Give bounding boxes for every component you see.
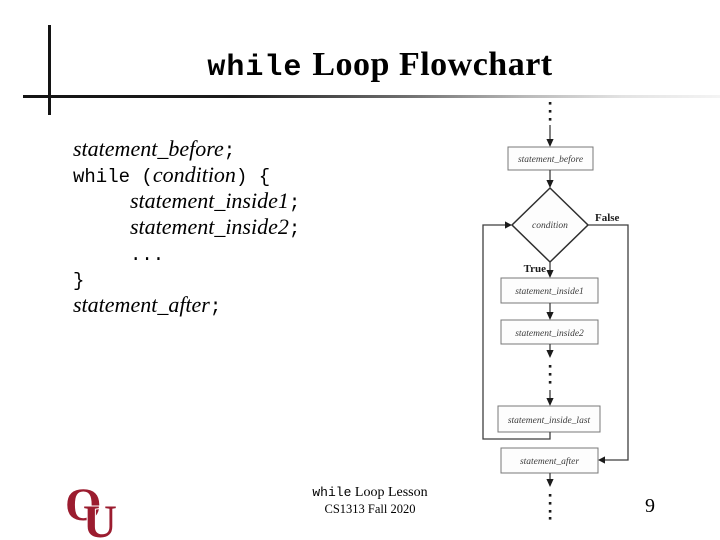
- flowchart-box-statement-inside2: [500, 319, 599, 345]
- decorative-vertical-line: [48, 25, 51, 115]
- flowchart-label-statement-after: statement_after: [520, 456, 579, 467]
- arrow-condition-to-inside1: [546, 262, 554, 278]
- code-line: statement_inside2;: [130, 214, 301, 240]
- flowchart-label-statement-before: statement_before: [518, 154, 583, 165]
- ou-logo-letter-u: U: [83, 496, 117, 540]
- footer: while Loop Lesson CS1313 Fall 2020: [240, 486, 500, 516]
- loop-back-path: [482, 221, 551, 440]
- ou-logo-icon: O U: [64, 478, 118, 540]
- course-label: CS1313 Fall 2020: [324, 502, 416, 516]
- true-branch-label: True: [524, 263, 547, 275]
- false-branch-path: [588, 224, 629, 464]
- dotted-continuation-line: [546, 344, 554, 406]
- title-divider-line: [23, 95, 720, 98]
- entry-dotted-line: [546, 102, 554, 147]
- flowchart-label-statement-inside2: statement_inside2: [515, 329, 584, 339]
- code-line: statement_inside1;: [130, 188, 301, 214]
- code-block: statement_before; while (condition) { st…: [73, 136, 300, 318]
- false-branch-label: False: [595, 212, 620, 224]
- title-rest: Loop Flowchart: [312, 46, 553, 83]
- flowchart-label-condition: condition: [532, 221, 568, 231]
- arrow-before-to-condition: [546, 170, 554, 188]
- flowchart-box-statement-inside1: [500, 277, 599, 304]
- flowchart-label-statement-inside-last: statement_inside_last: [508, 416, 591, 426]
- code-line: }: [73, 270, 85, 292]
- exit-dotted-line: [546, 473, 554, 520]
- page-number: 9: [645, 495, 655, 517]
- page-title: while Loop Flowchart: [40, 46, 720, 85]
- code-line: statement_after;: [73, 292, 222, 318]
- lesson-title: while Loop Lesson: [312, 485, 428, 500]
- ou-logo-letter-o: O: [65, 479, 102, 531]
- code-line: statement_before;: [73, 136, 236, 162]
- code-line: ...: [130, 244, 165, 266]
- flowchart-label-statement-inside1: statement_inside1: [515, 287, 584, 297]
- while-loop-flowchart-diagram: statement_before condition False True st…: [482, 102, 629, 520]
- arrow-inside1-to-inside2: [546, 303, 554, 320]
- flowchart-box-statement-inside-last: [497, 405, 601, 433]
- code-line: while (condition) {: [73, 162, 271, 188]
- title-keyword: while: [207, 51, 303, 85]
